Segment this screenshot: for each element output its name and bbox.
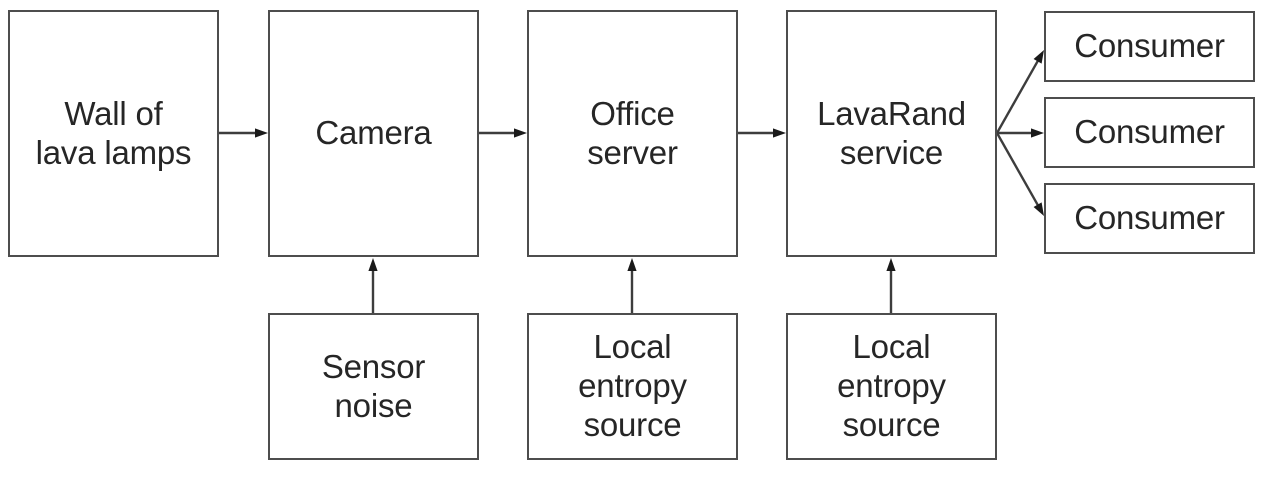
edge-lavarand-to-consumer-3	[995, 132, 1041, 208]
node-consumer-2[interactable]: Consumer	[1044, 97, 1255, 168]
edge-lavarand-to-consumer-1	[995, 58, 1041, 134]
node-lavarand-service[interactable]: LavaRand service	[786, 10, 997, 257]
edge-lavarand-to-consumer-1-arrowhead	[1033, 50, 1044, 64]
node-local-entropy-source-lavarand[interactable]: Local entropy source	[786, 313, 997, 460]
node-wall-of-lava-lamps[interactable]: Wall of lava lamps	[8, 10, 219, 257]
edge-entropy-to-server-arrowhead	[627, 258, 637, 271]
edge-lavarand-to-consumer-3-arrowhead	[1033, 202, 1044, 216]
node-consumer-1[interactable]: Consumer	[1044, 11, 1255, 82]
node-local-entropy-source-office[interactable]: Local entropy source	[527, 313, 738, 460]
edge-sensor-noise-to-camera-arrowhead	[368, 258, 378, 271]
node-camera[interactable]: Camera	[268, 10, 479, 257]
edge-server-to-lavarand-arrowhead	[773, 128, 786, 138]
edge-camera-to-server-arrowhead	[514, 128, 527, 138]
edge-entropy-to-lavarand-arrowhead	[886, 258, 896, 271]
node-consumer-3[interactable]: Consumer	[1044, 183, 1255, 254]
edge-lamps-to-camera-arrowhead	[255, 128, 268, 138]
node-office-server[interactable]: Office server	[527, 10, 738, 257]
edge-lavarand-to-consumer-2-arrowhead	[1031, 128, 1044, 138]
node-sensor-noise[interactable]: Sensor noise	[268, 313, 479, 460]
